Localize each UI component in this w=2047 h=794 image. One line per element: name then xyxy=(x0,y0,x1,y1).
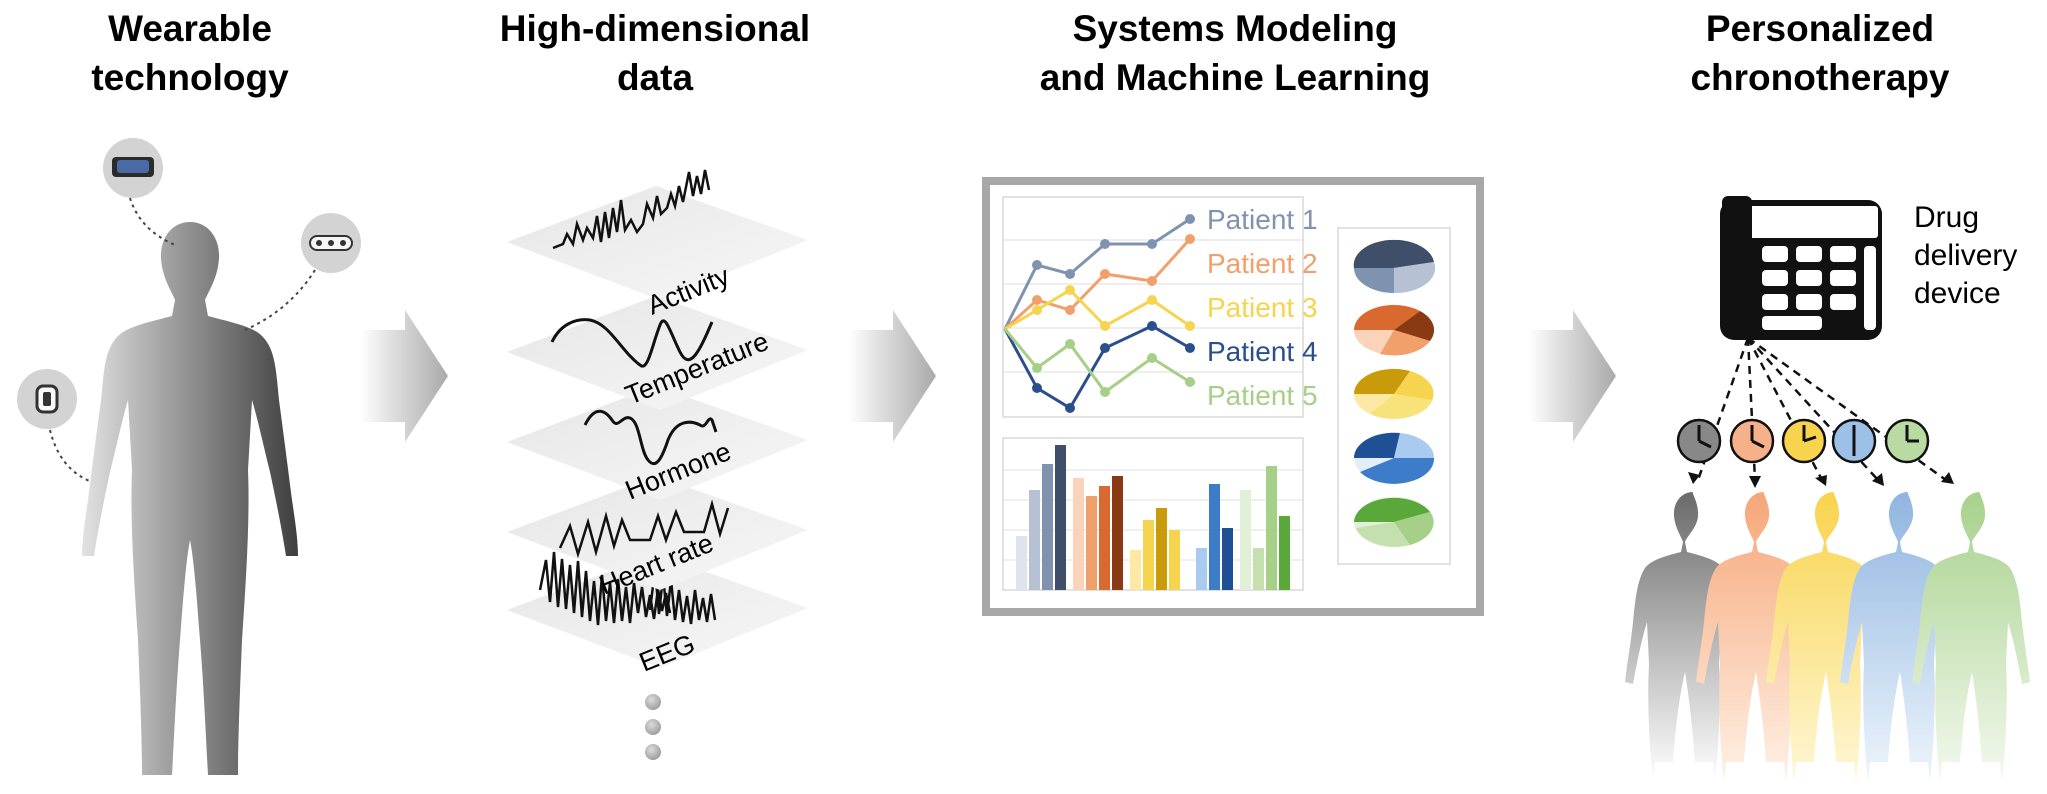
clock-icon-orange xyxy=(1729,418,1775,464)
title-line: High-dimensional xyxy=(499,8,811,49)
pie-chart-5 xyxy=(1354,497,1434,547)
data-layer-hormone xyxy=(507,386,808,500)
device-label-line1: Drug xyxy=(1914,201,1979,234)
clock-icon-blue xyxy=(1831,418,1877,464)
pie-chart-2 xyxy=(1354,304,1435,356)
panel-title-chronotherapy: Personalized chronotherapy xyxy=(1630,4,2010,102)
title-line: technology xyxy=(91,57,289,98)
trajectory-points xyxy=(1032,214,1195,413)
flow-arrow-2 xyxy=(848,310,936,442)
clock-icon-yellow xyxy=(1781,418,1827,464)
flow-arrow-3 xyxy=(1528,310,1616,442)
title-line: data xyxy=(616,57,694,98)
title-line: Wearable xyxy=(108,8,272,49)
more-layers-ellipsis xyxy=(645,694,661,760)
panel-title-wearable: Wearable technology xyxy=(40,4,340,102)
patient-silhouettes xyxy=(1625,492,2030,782)
clock-icons xyxy=(1676,418,1930,464)
patient-figure-gray xyxy=(1625,492,1743,782)
patient-trajectories xyxy=(1003,217,1192,411)
bar-group-4 xyxy=(1196,484,1233,590)
title-line: chronotherapy xyxy=(1690,57,1950,98)
clock-icon-green xyxy=(1884,418,1930,464)
data-layer-temperature xyxy=(507,296,808,410)
pie-chart-3 xyxy=(1353,368,1434,419)
dosing-arrowheads xyxy=(1688,472,1954,488)
title-line: Personalized xyxy=(1705,8,1935,49)
patient-label-3: Patient 3 xyxy=(1207,292,1318,323)
model-frame: Patient 1 Patient 2 Patient 3 Patient 4 … xyxy=(982,177,1484,616)
pie-chart-4 xyxy=(1353,432,1435,484)
data-layer-activity xyxy=(507,169,808,300)
patient-figure-yellow xyxy=(1766,492,1884,782)
panel-title-data: High-dimensional data xyxy=(440,4,870,102)
patient-label-2: Patient 2 xyxy=(1207,248,1318,279)
patient-figure-blue xyxy=(1840,492,1958,782)
title-line: and Machine Learning xyxy=(1039,57,1431,98)
panel-title-modeling: Systems Modeling and Machine Learning xyxy=(985,4,1485,102)
pie-chart-1 xyxy=(1353,239,1436,294)
vr-headset-device xyxy=(103,138,176,246)
bar-group-3 xyxy=(1130,508,1180,590)
title-line: Systems Modeling xyxy=(1072,8,1398,49)
patient-label-5: Patient 5 xyxy=(1207,380,1318,411)
human-silhouette xyxy=(82,222,298,775)
device-label-line3: device xyxy=(1914,277,2001,310)
bar-group-5 xyxy=(1240,466,1290,590)
patient-figure-green xyxy=(1912,492,2030,782)
clock-icon-gray xyxy=(1676,418,1722,464)
smartwatch-device xyxy=(17,369,93,483)
patient-figure-orange xyxy=(1696,492,1814,782)
chest-patch-device xyxy=(244,213,361,331)
flow-arrow-1 xyxy=(360,310,448,442)
bar-group-2 xyxy=(1073,476,1123,590)
data-layer-heart-rate xyxy=(507,476,808,590)
bar-group-1 xyxy=(1016,445,1066,590)
patient-label-4: Patient 4 xyxy=(1207,336,1318,367)
drug-pump-icon xyxy=(1720,196,1882,340)
patient-label-1: Patient 1 xyxy=(1207,204,1318,235)
device-label-line2: delivery xyxy=(1914,239,2017,272)
